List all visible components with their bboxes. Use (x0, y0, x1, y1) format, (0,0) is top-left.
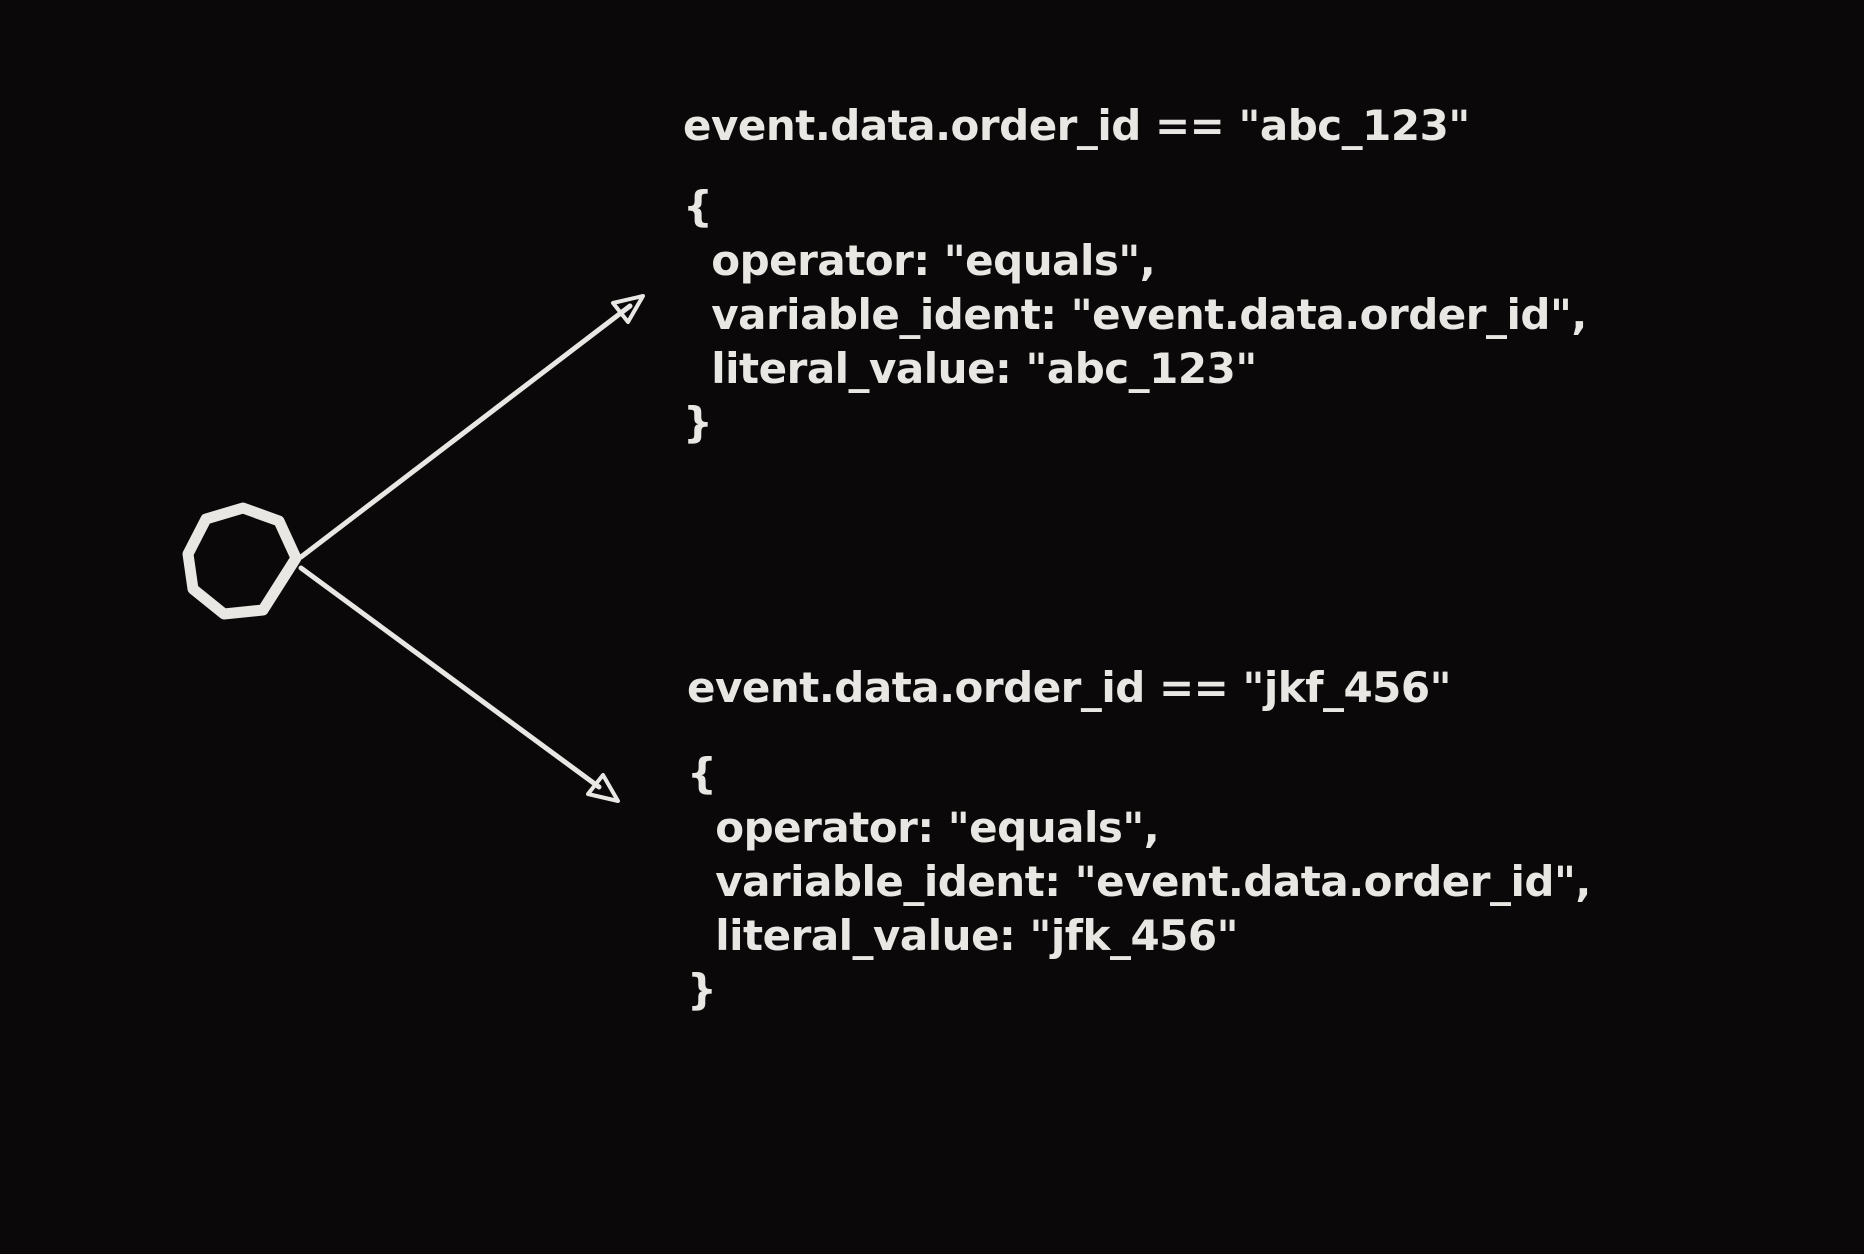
source-node-circle (182, 502, 302, 620)
branch-2-code-block: { operator: "equals", variable_ident: "e… (687, 749, 1591, 1014)
branch-1-code-block: { operator: "equals", variable_ident: "e… (683, 182, 1587, 447)
arrowhead-bottom-icon (586, 773, 620, 803)
arrow-to-branch-2 (298, 565, 620, 803)
branch-1-condition-label: event.data.order_id == "abc_123" (683, 101, 1470, 150)
arrow-to-branch-1 (298, 294, 645, 560)
arrowhead-top-icon (611, 294, 645, 324)
branch-2-condition-label: event.data.order_id == "jkf_456" (687, 663, 1452, 712)
